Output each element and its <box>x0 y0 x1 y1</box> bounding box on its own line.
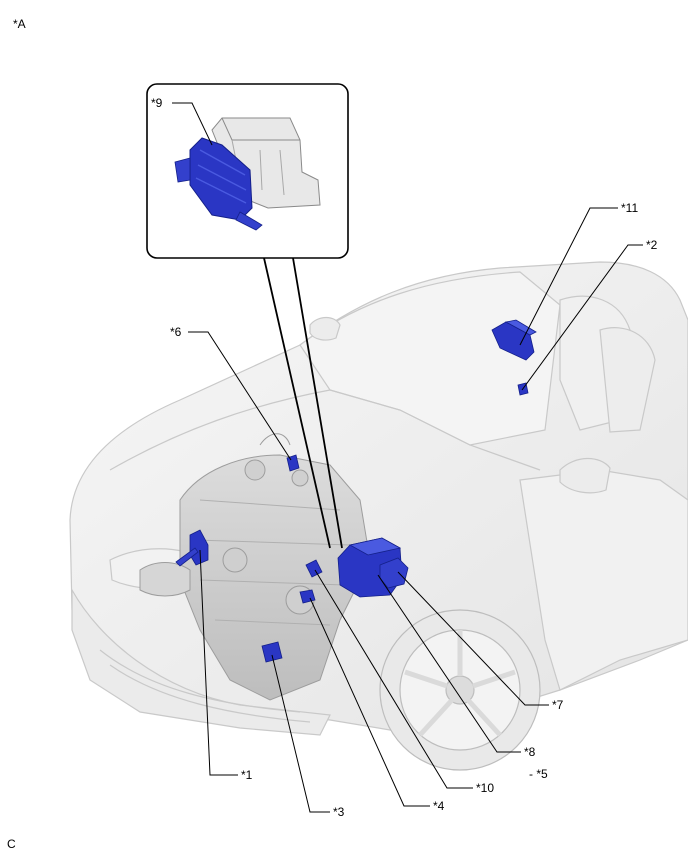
inset-frame <box>146 83 349 259</box>
callout-3: *3 <box>333 805 345 819</box>
callout-10: *10 <box>476 781 495 795</box>
figure-code: C <box>7 837 16 851</box>
callout-1: *1 <box>241 768 253 782</box>
callout-9: *9 <box>151 96 163 110</box>
car-body <box>69 261 688 736</box>
view-label: *A <box>13 17 26 31</box>
highlighted-components <box>175 319 537 663</box>
leader-lines <box>172 102 643 813</box>
callout-6: *6 <box>170 325 182 339</box>
front-wheel <box>379 609 541 771</box>
callout-8: *8 <box>524 745 536 759</box>
callout-7: *7 <box>552 698 564 712</box>
callout-2: *2 <box>646 238 658 252</box>
callout-5: - *5 <box>529 767 548 781</box>
inset-pointers <box>263 257 343 549</box>
callout-4: *4 <box>433 799 445 813</box>
callout-11: *11 <box>621 201 639 215</box>
